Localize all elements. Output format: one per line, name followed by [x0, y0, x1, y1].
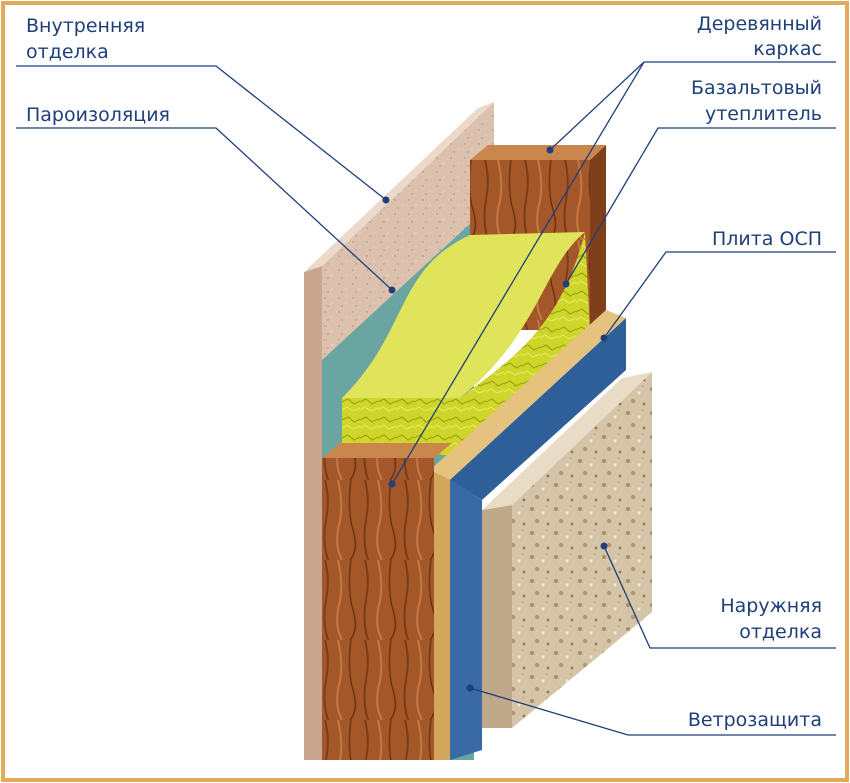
- label-basalt-insulation-line1: Базальтовый: [691, 77, 822, 99]
- leader-dot-exterior-finish: [600, 542, 608, 550]
- wind-membrane-face: [450, 318, 626, 500]
- lower-wood-stud-face: [322, 458, 434, 760]
- leader-dot-interior-finish: [382, 196, 390, 204]
- osb-board-face: [430, 310, 626, 480]
- leader-exterior-finish: [603, 545, 836, 649]
- leader-interior-finish: [16, 65, 387, 201]
- leader-dot-osb-board: [600, 334, 608, 342]
- upper-wood-stud-side: [590, 145, 606, 330]
- leader-dot-vapor-barrier: [388, 286, 396, 294]
- label-exterior-finish-line2: отделка: [739, 621, 822, 643]
- exterior-finish-edge: [482, 505, 512, 728]
- upper-wood-stud-top: [470, 145, 606, 160]
- leader-dot-basalt-insulation: [562, 280, 570, 288]
- label-exterior-finish-line1: Наружняя: [720, 595, 822, 617]
- label-interior-finish-line2: отделка: [26, 41, 109, 63]
- label-basalt-insulation-line2: утеплитель: [705, 103, 822, 125]
- leader-basalt-insulation: [565, 127, 836, 285]
- leader-wind-protection: [469, 687, 836, 736]
- osb-board-front: [430, 470, 450, 760]
- leader-osb-board: [603, 251, 836, 339]
- label-wood-frame-line1: Деревянный: [697, 13, 822, 35]
- interior-finish-panel-top: [304, 102, 494, 272]
- lower-wood-stud-top: [322, 443, 452, 458]
- interior-finish-panel-face: [322, 102, 494, 360]
- leader-dot-wood-frame-2: [388, 480, 396, 488]
- label-vapor-barrier: Пароизоляция: [26, 104, 170, 126]
- label-wind-protection: Ветрозащита: [688, 709, 822, 731]
- leader-vapor-barrier: [16, 127, 393, 291]
- exterior-finish-panel: [512, 372, 652, 728]
- label-osb-board: Плита ОСП: [712, 228, 822, 250]
- label-wood-frame-line2: каркас: [753, 38, 822, 60]
- interior-finish-panel-side: [304, 266, 322, 760]
- basalt-insulation-top: [342, 232, 585, 398]
- leader-dot-wood-frame: [546, 146, 554, 154]
- wind-membrane-front: [450, 480, 482, 760]
- leader-dot-wind-protection: [466, 684, 474, 692]
- label-interior-finish-line1: Внутренняя: [26, 15, 145, 37]
- leader-wood-frame-2: [391, 61, 645, 485]
- exterior-finish-front: [482, 372, 652, 510]
